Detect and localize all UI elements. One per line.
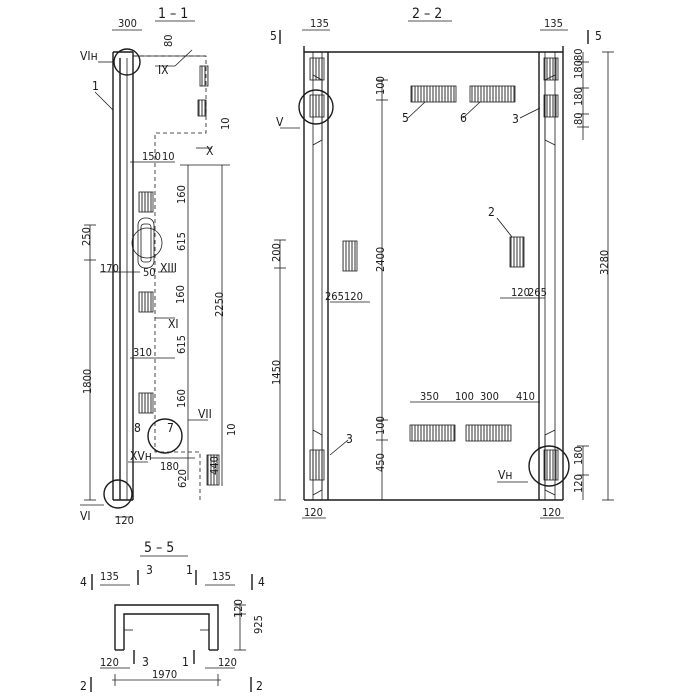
- dim-150: 150: [142, 150, 161, 163]
- dim-1450: 1450: [270, 360, 283, 385]
- channel-profile-5-5: [114, 604, 219, 651]
- label-7: 7: [167, 421, 174, 435]
- dim-250: 250: [80, 227, 93, 246]
- dim-2250: 2250: [213, 292, 226, 317]
- mark-3-bottom: 3: [346, 432, 353, 446]
- dim-350: 350: [420, 390, 439, 403]
- cut-2-right: 2: [256, 679, 263, 693]
- label-V: V: [276, 115, 284, 129]
- dim-160-c: 160: [175, 389, 188, 408]
- dim-100-b: 100: [455, 390, 474, 403]
- dim-80-a: 80: [572, 48, 585, 61]
- dim-180-b: 180: [572, 87, 585, 106]
- cut-4-right: 4: [258, 575, 265, 589]
- dim-615-a: 615: [175, 232, 188, 251]
- dim-120-left: 120: [344, 290, 363, 303]
- label-8: 8: [134, 421, 141, 435]
- dim-120-bottom-right-55: 120: [218, 656, 237, 669]
- mark-6: 6: [460, 111, 467, 125]
- dim-120-bottom-left: 120: [304, 506, 323, 519]
- dim-100-a: 100: [374, 76, 387, 95]
- section-2-2-title: 2 – 2: [412, 6, 442, 22]
- dim-100-c: 100: [374, 416, 387, 435]
- label-X: X: [206, 144, 214, 158]
- label-VI: VI: [80, 509, 91, 523]
- dim-2400: 2400: [374, 247, 387, 272]
- dim-180: 180: [160, 460, 179, 473]
- panel-frame-2-2: [303, 46, 564, 501]
- mark-2: 2: [488, 205, 495, 219]
- label-Vn: Vн: [498, 468, 512, 482]
- dim-180-a: 180: [572, 60, 585, 79]
- label-1: 1: [92, 79, 99, 93]
- dim-10-a: 10: [162, 150, 175, 163]
- dim-135-left: 135: [310, 17, 329, 30]
- dimensions-1-1: [84, 29, 230, 518]
- dim-120-bottom-right: 120: [542, 506, 561, 519]
- dim-80-b: 80: [572, 112, 585, 125]
- detail-circle-vi: [103, 479, 133, 509]
- cut-4-left: 4: [80, 575, 87, 589]
- dim-265-left: 265: [325, 290, 344, 303]
- cut-5-left: 5: [270, 29, 277, 43]
- mark-3-top: 3: [512, 112, 519, 126]
- dim-300: 300: [480, 390, 499, 403]
- detail-circle-vn: [528, 445, 570, 487]
- section-1-1: 1 – 1: [80, 6, 238, 527]
- dim-410: 410: [516, 390, 535, 403]
- cut-3-bottom: 3: [142, 655, 149, 669]
- dim-top-width: 300: [118, 17, 137, 30]
- label-VII: VII: [198, 407, 212, 421]
- detail-circle-v: [298, 89, 334, 125]
- dim-50: 50: [143, 266, 156, 279]
- label-XI: XI: [168, 317, 179, 331]
- cut-2-left: 2: [80, 679, 87, 693]
- dim-120: 120: [115, 514, 134, 527]
- dim-310: 310: [133, 346, 152, 359]
- cut-1-top: 1: [186, 563, 193, 577]
- label-IX: IX: [158, 63, 169, 77]
- panel-rib-1-1: [112, 51, 220, 501]
- dim-925: 925: [252, 615, 265, 634]
- dim-200: 200: [270, 243, 283, 262]
- dim-620: 620: [176, 469, 189, 488]
- cut-3-top: 3: [146, 563, 153, 577]
- dim-120-bottom-left-55: 120: [100, 656, 119, 669]
- dim-615-b: 615: [175, 335, 188, 354]
- section-5-5-title: 5 – 5: [144, 540, 174, 556]
- dimensions-2-2: [274, 29, 614, 519]
- dim-450: 450: [374, 453, 387, 472]
- dim-120-55: 120: [232, 599, 245, 618]
- dim-10-b: 10: [219, 117, 232, 130]
- label-VIn: VIн: [80, 49, 98, 63]
- dim-135-right: 135: [544, 17, 563, 30]
- dim-135-left-55: 135: [100, 570, 119, 583]
- dim-440: 440: [208, 456, 221, 475]
- dim-160-b: 160: [174, 285, 187, 304]
- dim-160-a: 160: [175, 185, 188, 204]
- dimensions-5-5: [100, 584, 246, 686]
- dim-120-right: 120: [511, 286, 530, 299]
- dim-3280: 3280: [598, 250, 611, 275]
- section-1-1-title: 1 – 1: [158, 6, 188, 22]
- dim-10-c: 10: [225, 423, 238, 436]
- section-5-5: 5 – 5 135 135 120 925 120: [80, 540, 265, 693]
- dim-1970: 1970: [152, 668, 177, 681]
- cut-1-bottom: 1: [182, 655, 189, 669]
- detail-circle-7: [147, 418, 183, 454]
- dim-120-c: 120: [572, 474, 585, 493]
- dim-1800: 1800: [81, 369, 94, 394]
- mark-5: 5: [402, 111, 409, 125]
- dim-265-right: 265: [528, 286, 547, 299]
- dim-135-right-55: 135: [212, 570, 231, 583]
- label-XIII: XIII: [160, 261, 177, 275]
- section-2-2: 2 – 2: [270, 6, 614, 519]
- dim-170: 170: [100, 262, 119, 275]
- dim-180-c: 180: [572, 446, 585, 465]
- dim-80: 80: [162, 34, 175, 47]
- label-XVn: XVн: [130, 449, 152, 463]
- cut-5-right: 5: [595, 29, 602, 43]
